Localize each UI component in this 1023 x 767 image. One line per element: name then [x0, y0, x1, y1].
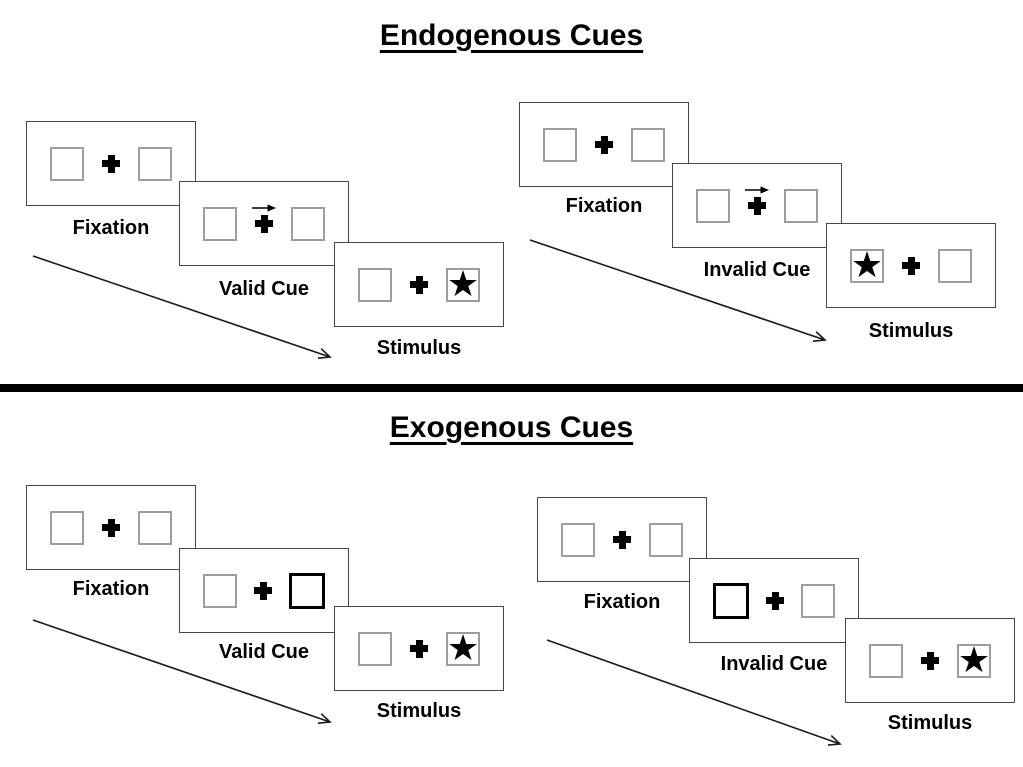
right-cue-highlight-box [289, 572, 325, 609]
left-placeholder-box [50, 146, 84, 181]
left-placeholder-box [203, 573, 237, 608]
panel-label: Stimulus [376, 700, 462, 722]
right-placeholder-box [784, 188, 818, 223]
right-arrow-icon [745, 185, 769, 194]
section-title-endogenous: Endogenous Cues [379, 19, 644, 52]
timeline-arrow-endogenous-valid [32, 255, 332, 359]
fixation-cross-icon [921, 651, 939, 670]
left-placeholder-box [203, 206, 237, 241]
left-placeholder-box [869, 643, 903, 678]
fixation-cross-icon [410, 275, 428, 294]
fixation-panel [26, 485, 196, 570]
right-placeholder-box [291, 206, 325, 241]
panel-label: Fixation [72, 217, 150, 239]
fixation-cross-icon [254, 581, 272, 600]
right-target-box: ★ [446, 262, 480, 304]
fixation-cross-icon [410, 639, 428, 658]
right-placeholder-box [138, 146, 172, 181]
section-divider [0, 384, 1023, 392]
panel-label: Stimulus [376, 337, 462, 359]
fixation-cross-icon [902, 256, 920, 275]
fixation-panel [537, 497, 707, 582]
valid-cue-panel [179, 181, 349, 266]
stimulus-panel: ★ [334, 242, 504, 327]
fixation-panel [519, 102, 689, 187]
star-stimulus-icon: ★ [446, 262, 480, 304]
right-placeholder-box [138, 510, 172, 545]
stimulus-panel: ★ [845, 618, 1015, 703]
left-placeholder-box [561, 522, 595, 557]
left-placeholder-box [543, 127, 577, 162]
panel-label: Valid Cue [218, 278, 310, 300]
section-title-exogenous: Exogenous Cues [389, 411, 634, 444]
panel-label: Invalid Cue [703, 259, 811, 281]
fixation-cross-icon [766, 591, 784, 610]
timeline-arrow-endogenous-invalid [529, 239, 827, 342]
timeline-arrow-exogenous-valid [32, 619, 332, 724]
panel-label: Stimulus [868, 320, 954, 342]
fixation-panel [26, 121, 196, 206]
fixation-cross-icon [745, 185, 769, 215]
fixation-cross-icon [102, 518, 120, 537]
fixation-cross-icon [252, 203, 276, 233]
star-stimulus-icon: ★ [446, 626, 480, 668]
left-placeholder-box [358, 631, 392, 666]
left-target-box: ★ [850, 243, 884, 285]
fixation-cross-icon [102, 154, 120, 173]
panel-label: Stimulus [887, 712, 973, 734]
valid-cue-panel [179, 548, 349, 633]
invalid-cue-panel [672, 163, 842, 248]
star-stimulus-icon: ★ [850, 243, 884, 285]
left-placeholder-box [358, 267, 392, 302]
right-target-box: ★ [446, 626, 480, 668]
left-placeholder-box [50, 510, 84, 545]
stimulus-panel: ★ [334, 606, 504, 691]
fixation-cross-icon [595, 135, 613, 154]
right-placeholder-box [938, 248, 972, 283]
right-target-box: ★ [957, 638, 991, 680]
panel-label: Fixation [72, 578, 150, 600]
panel-label: Invalid Cue [720, 653, 828, 675]
panel-label: Valid Cue [218, 641, 310, 663]
right-arrow-icon [252, 203, 276, 212]
fixation-cross-icon [613, 530, 631, 549]
star-stimulus-icon: ★ [957, 638, 991, 680]
right-placeholder-box [649, 522, 683, 557]
panel-label: Fixation [583, 591, 661, 613]
left-placeholder-box [696, 188, 730, 223]
invalid-cue-panel [689, 558, 859, 643]
panel-label: Fixation [565, 195, 643, 217]
stimulus-panel: ★ [826, 223, 996, 308]
right-placeholder-box [631, 127, 665, 162]
left-cue-highlight-box [713, 582, 749, 619]
right-placeholder-box [801, 583, 835, 618]
